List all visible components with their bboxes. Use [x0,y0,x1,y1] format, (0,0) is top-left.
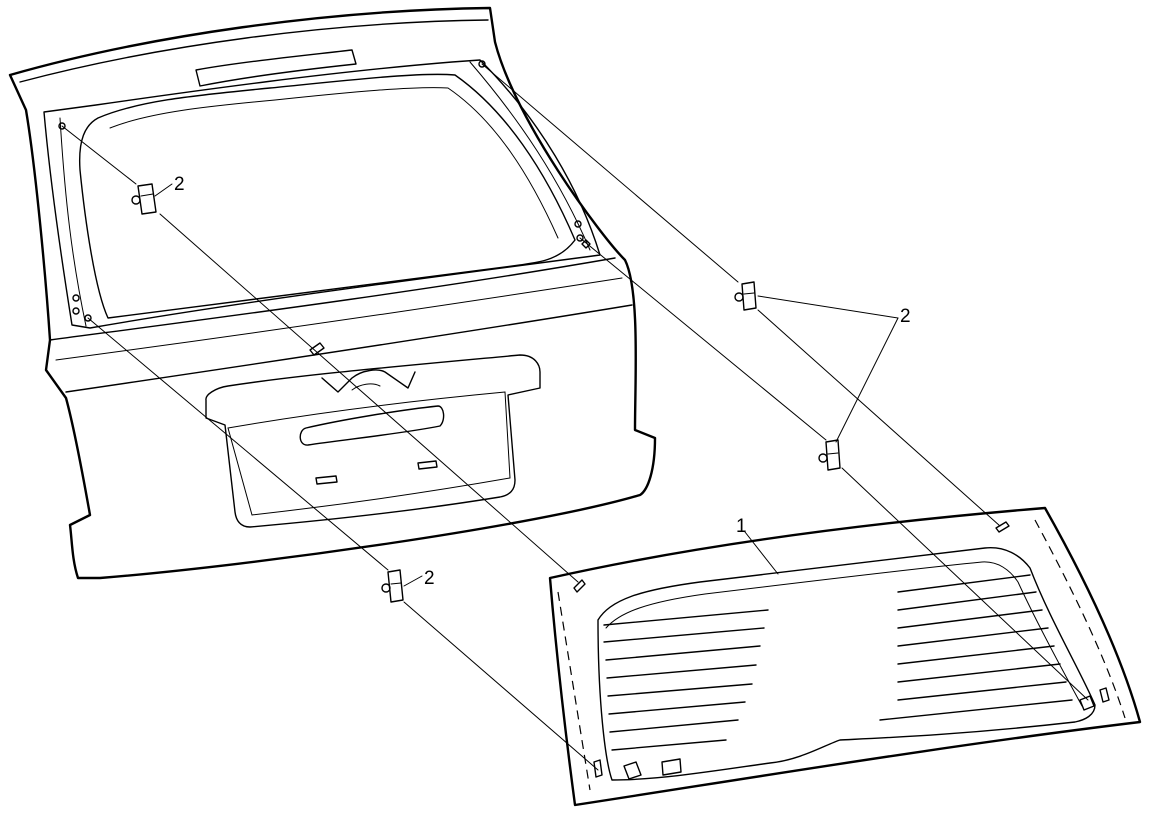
defroster-grid-right [879,574,1073,721]
align-line-8 [403,601,599,771]
leader-lines [154,183,899,587]
leader-glass [744,531,779,575]
leader-clip-upper-right [757,295,899,319]
window-opening-flange [78,73,576,319]
leader-clip-upper-left [154,183,173,197]
frame-hole-lower-left-1 [72,294,80,302]
callout-glass-label: 1 [736,516,747,537]
license-plate-pocket [205,354,541,528]
align-line-4 [757,309,1001,527]
clip-lower-left [381,569,404,603]
glass-tab-lower-right [1099,687,1110,703]
align-line-7 [87,317,389,571]
liftgate-top-ridge [19,19,489,83]
glass-tab-upper-right [995,521,1010,533]
defroster-grid-left [603,609,769,751]
latch-notch [321,369,416,393]
glass-frit-band [597,547,1096,781]
license-plate-recess [227,391,511,516]
leader-clip-right [835,317,899,443]
align-line-5 [579,237,827,441]
body-crease-upper [49,257,616,341]
liftgate-window-glass [548,506,1142,807]
clip-right [818,439,841,471]
frame-hole-lower-right-1 [574,220,582,228]
align-line-1 [61,125,137,185]
glass-dashed-border-right [1034,519,1126,719]
body-marker-tab [309,342,325,356]
align-line-3 [481,63,739,283]
frame-hole-lower-left-2 [72,307,80,315]
window-opening-flange-inner [109,87,559,239]
liftgate-outer-outline [8,6,657,580]
terminal-right [1079,695,1095,711]
body-crease-lower [65,304,633,393]
callout-clip-lower-left-label: 2 [424,568,435,589]
align-line-2 [159,213,579,583]
frame-hole-lower-right-2 [576,234,584,242]
latch-notch-inner [351,383,381,391]
clip-upper-right [734,281,757,311]
glass-frit-band-inner [605,561,1083,707]
frame-hole-lower-left-3 [84,314,92,322]
exploded-view-lines [61,63,1089,771]
right-side-channel [469,61,591,251]
plate-lamp-right [417,460,438,470]
clip-upper-left [131,183,157,215]
window-opening-frame [43,59,601,329]
liftgate-handle-lens [299,405,445,446]
terminal-center-bottom [661,758,682,776]
align-line-6 [841,467,1089,701]
terminal-left-bottom [623,761,642,780]
frame-hole-upper-right [478,60,486,68]
glass-tab-upper-left [573,579,586,593]
callout-clip-upper-left-label: 2 [174,174,185,195]
liftgate-assembly [8,6,657,580]
glass-dashed-border [557,591,591,791]
high-mount-stop-lamp [195,49,357,87]
left-side-channel [59,117,87,327]
glass-outer-edge [548,506,1142,807]
plate-lamp-left [315,475,338,485]
leader-clip-lower-left [403,575,423,587]
glass-tab-lower-left [593,759,603,778]
callout-clip-right-label: 2 [900,306,911,327]
frame-hole-upper-left [58,122,66,130]
